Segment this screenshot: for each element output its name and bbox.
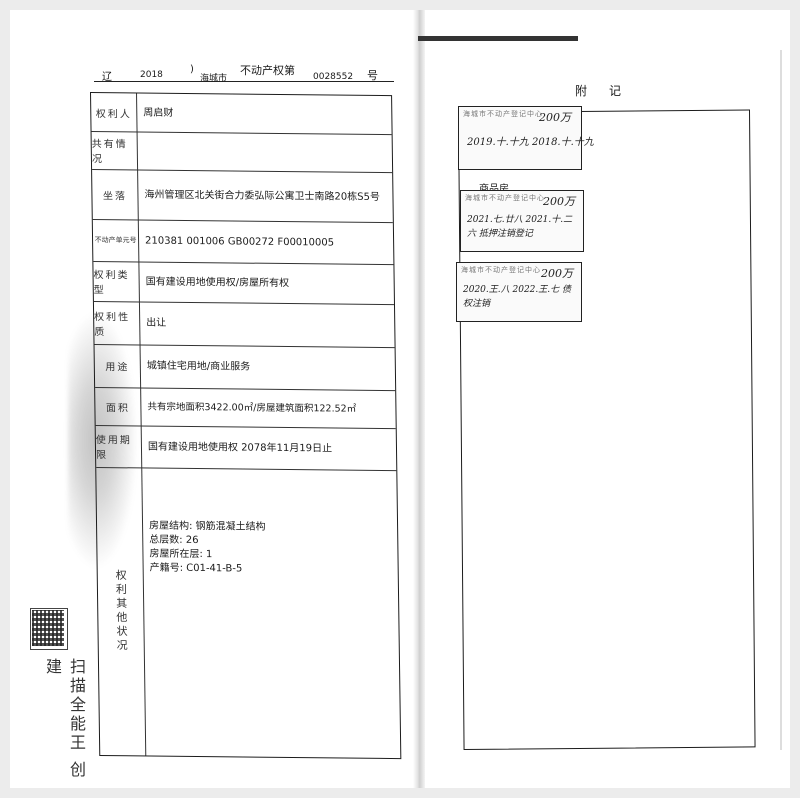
right-nature-label: 权利性质 xyxy=(94,311,131,338)
scanner-watermark: 扫描全能王 创建 xyxy=(43,658,86,781)
other-status-block: 房屋结构: 钢筋混凝土结构 总层数: 26 房屋所在层: 1 产籍号: C01-… xyxy=(149,520,266,577)
other-line-floor: 房屋所在层: 1 xyxy=(149,548,213,561)
row-location: 坐落 海州管理区北关街合力委弘际公寓卫士南路20栋S5号 xyxy=(92,169,393,224)
header-underline xyxy=(94,81,394,82)
other-status-label-box: 权利其他状况 xyxy=(96,467,145,755)
header-prefix: 辽 xyxy=(102,72,112,83)
stamp-amount: 200万 xyxy=(539,111,571,124)
stamp-header: 海城市不动产登记中心 xyxy=(465,194,545,202)
row-owner: 权利人 周启财 xyxy=(91,93,392,136)
co-ownership-label: 共有情况 xyxy=(91,139,128,166)
scanned-certificate: 辽 2018 ) 海城市 不动产权第 0028552 号 权利人 周启财 共有情… xyxy=(10,10,790,788)
book-spine xyxy=(413,10,425,788)
term-value: 国有建设用地使用权 2078年11月19日止 xyxy=(147,441,333,454)
stamp-amount: 200万 xyxy=(543,195,575,208)
row-usage: 用途 城镇住宅用地/商业服务 xyxy=(94,343,396,392)
unit-number-label: 不动产单元号 xyxy=(94,236,137,245)
annotations-title: 附记 xyxy=(575,84,644,98)
qr-code-icon xyxy=(32,610,64,646)
right-type-value: 国有建设用地使用权/房屋所有权 xyxy=(145,276,290,289)
term-label: 使用期限 xyxy=(95,434,132,462)
header-title: 不动产权第 xyxy=(240,64,295,77)
other-line-registry: 产籍号: C01-41-B-5 xyxy=(149,562,243,575)
stamp-handwriting: 2020.王.八 2022.王.七 债权注销 xyxy=(463,285,571,309)
header-suffix: 号 xyxy=(367,69,378,82)
row-other-status: 权利其他状况 房屋结构: 钢筋混凝土结构 总层数: 26 房屋所在层: 1 产籍… xyxy=(96,467,400,758)
official-seal-smudge xyxy=(68,310,138,570)
right-type-label: 权利类型 xyxy=(93,270,130,297)
stamp-amount: 200万 xyxy=(541,267,573,280)
stamp-header: 海城市不动产登记中心 xyxy=(463,110,543,118)
certificate-table: 权利人 周启财 共有情况 坐落 海州管理区北关街合力委弘际公寓卫士南路20栋S5… xyxy=(90,92,402,760)
area-value: 共有宗地面积3422.00㎡/房屋建筑面积122.52㎡ xyxy=(147,401,357,415)
row-unit-number: 不动产单元号 210381 001006 GB00272 F00010005 xyxy=(92,219,394,266)
header-year: 2018 xyxy=(140,70,163,80)
row-right-nature: 权利性质 出让 xyxy=(93,300,395,349)
row-co-ownership: 共有情况 xyxy=(91,131,393,174)
page-edge-shadow xyxy=(418,36,578,41)
stamp-handwriting: 2019.十.十九 2018.十.十九 xyxy=(467,137,594,148)
right-nature-value: 出让 xyxy=(146,317,167,329)
qr-code-frame xyxy=(30,608,68,650)
registration-stamp-2: 海城市不动产登记中心 200万 2021.七.廿八 2021.十.二六 抵押注销… xyxy=(460,190,584,252)
location-value: 海州管理区北关街合力委弘际公寓卫士南路20栋S5号 xyxy=(144,189,380,203)
registration-stamp-1: 海城市不动产登记中心 200万 2019.十.十九 2018.十.十九 xyxy=(458,106,594,170)
header-city: 海城市 xyxy=(200,74,228,84)
owner-value: 周启财 xyxy=(143,107,174,119)
other-line-structure: 房屋结构: 钢筋混凝土结构 xyxy=(148,520,266,533)
header-paren: ) xyxy=(190,64,194,75)
unit-number-value: 210381 001006 GB00272 F00010005 xyxy=(145,235,335,249)
stamp-header: 海城市不动产登记中心 xyxy=(461,266,541,274)
row-term: 使用期限 国有建设用地使用权 2078年11月19日止 xyxy=(95,424,397,472)
stamp-handwriting: 2021.七.廿八 2021.十.二六 抵押注销登记 xyxy=(467,215,573,239)
row-right-type: 权利类型 国有建设用地使用权/房屋所有权 xyxy=(93,261,394,306)
owner-label: 权利人 xyxy=(95,108,132,120)
usage-value: 城镇住宅用地/商业服务 xyxy=(146,360,251,373)
location-label: 坐落 xyxy=(102,190,128,202)
co-ownership-value xyxy=(144,132,387,173)
usage-label: 用途 xyxy=(105,362,130,374)
registration-stamp-3: 海城市不动产登记中心 200万 2020.王.八 2022.王.七 债权注销 xyxy=(456,262,582,322)
page-edge xyxy=(780,50,782,750)
header-number: 0028552 xyxy=(313,72,354,82)
row-area: 面积 共有宗地面积3422.00㎡/房屋建筑面积122.52㎡ xyxy=(95,386,396,430)
area-label: 面积 xyxy=(105,402,130,414)
other-status-label: 权利其他状况 xyxy=(114,569,129,654)
house-type: 商品房 xyxy=(479,180,509,195)
other-line-floors: 总层数: 26 xyxy=(149,534,199,547)
